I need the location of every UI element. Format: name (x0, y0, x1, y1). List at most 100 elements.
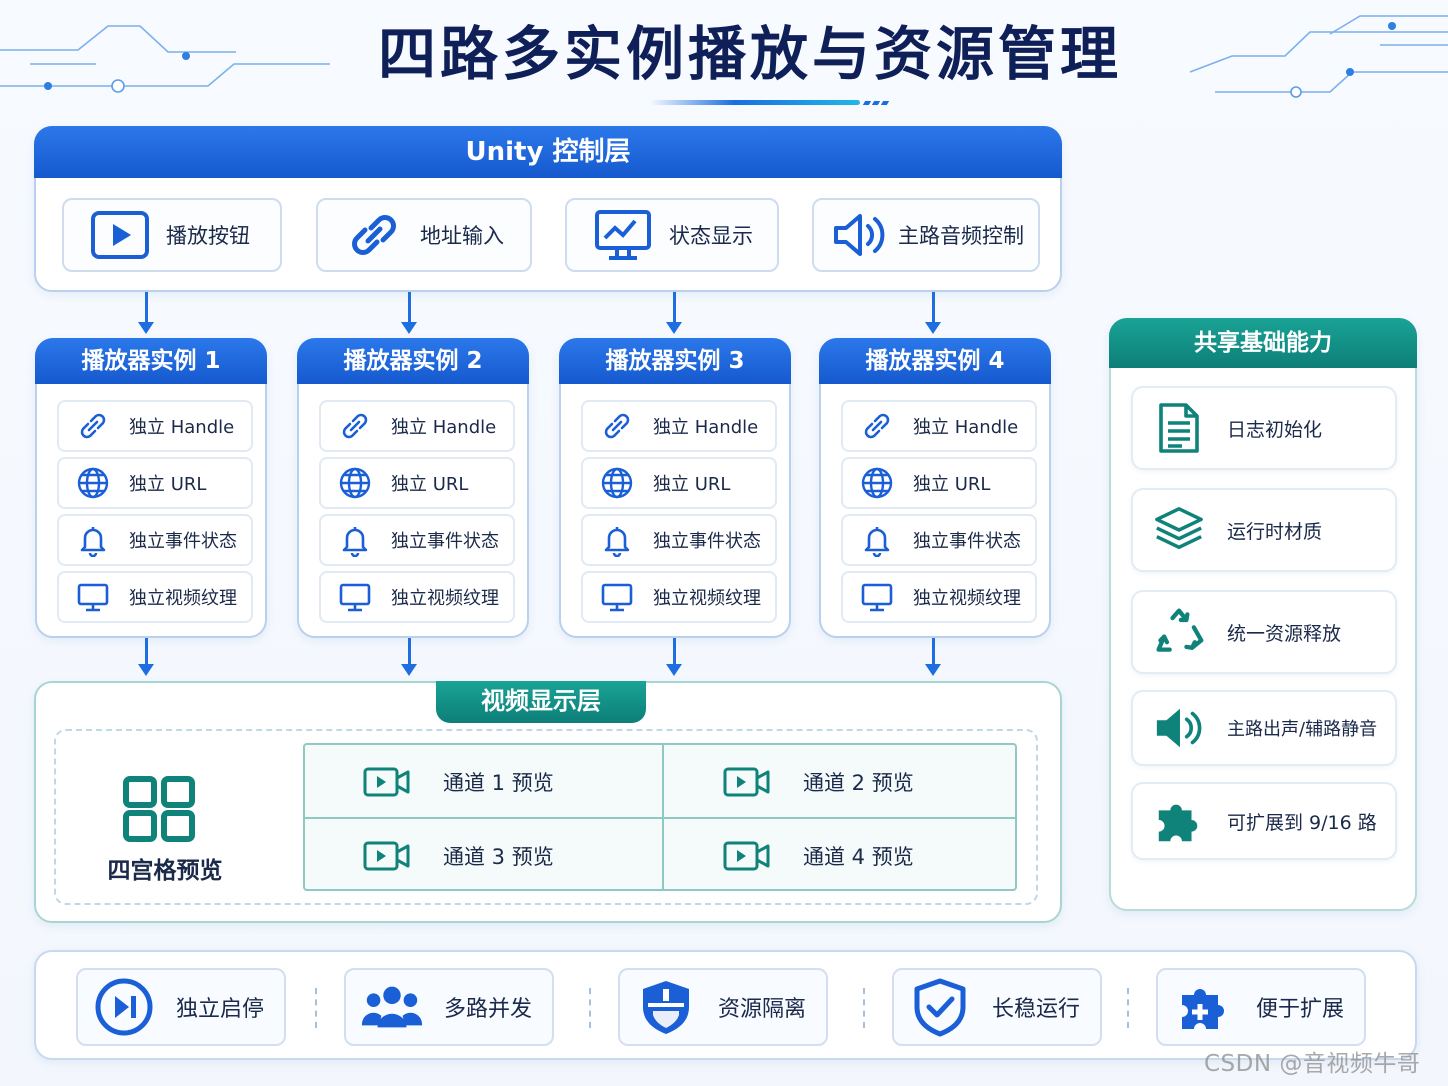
channel-1-preview[interactable]: 通道 1 预览 (305, 745, 663, 818)
shared-item-scalable: 可扩展到 9/16 路 (1131, 782, 1397, 860)
player-instance-4: 播放器实例 4 独立 Handle 独立 URL 独立事件状态 独立视频纹理 (819, 338, 1051, 638)
flow-arrow (138, 638, 154, 676)
globe-icon (75, 465, 111, 501)
page-title: 四路多实例播放与资源管理 (377, 20, 1122, 88)
globe-icon (599, 465, 635, 501)
bell-icon (599, 522, 635, 558)
channel-label: 通道 3 预览 (443, 844, 554, 869)
instance-item-label: 独立事件状态 (653, 531, 761, 552)
users-icon (360, 977, 424, 1037)
instance-item-texture: 独立视频纹理 (581, 571, 777, 623)
instance-item-event: 独立事件状态 (581, 514, 777, 566)
link-icon (75, 408, 111, 444)
play-button[interactable]: 播放按钮 (62, 198, 282, 272)
feature-easy-extension: 便于扩展 (1156, 968, 1366, 1046)
instance-item-label: 独立视频纹理 (391, 588, 499, 609)
channel-label: 通道 4 预览 (803, 844, 914, 869)
shared-capabilities: 共享基础能力 日志初始化 运行时材质 统一资源释放 主路出声/辅路静音 可扩展到… (1109, 318, 1417, 911)
instance-item-url: 独立 URL (581, 457, 777, 509)
instance-item-texture: 独立视频纹理 (319, 571, 515, 623)
monitor-icon (599, 579, 635, 615)
feature-separator (863, 988, 865, 1028)
instance-item-label: 独立 Handle (129, 417, 235, 438)
player-instance-1: 播放器实例 1 独立 Handle 独立 URL 独立事件状态 独立视频纹理 (35, 338, 267, 638)
player-instance-3: 播放器实例 3 独立 Handle 独立 URL 独立事件状态 独立视频纹理 (559, 338, 791, 638)
channel-3-preview[interactable]: 通道 3 预览 (305, 819, 663, 892)
instance-item-label: 独立 Handle (913, 417, 1019, 438)
flow-arrow (925, 292, 941, 334)
instance-item-event: 独立事件状态 (57, 514, 253, 566)
feature-label: 多路并发 (444, 997, 533, 1022)
puzzle-plus-icon (1172, 977, 1236, 1037)
channel-label: 通道 2 预览 (803, 770, 914, 795)
instance-item-event: 独立事件状态 (841, 514, 1037, 566)
play-icon (88, 208, 152, 262)
channel-divider (305, 817, 1015, 819)
layers-icon (1153, 504, 1205, 556)
instance-item-label: 独立 URL (913, 474, 991, 495)
shared-item-label: 统一资源释放 (1227, 622, 1342, 645)
address-input-button[interactable]: 地址输入 (316, 198, 532, 272)
channel-4-preview[interactable]: 通道 4 预览 (665, 819, 1023, 892)
instance-item-event: 独立事件状态 (319, 514, 515, 566)
monitor-chart-icon (591, 208, 655, 262)
puzzle-icon (1153, 795, 1205, 847)
shared-item-runtime-material: 运行时材质 (1131, 488, 1397, 572)
instance-item-label: 独立 Handle (391, 417, 497, 438)
bell-icon (75, 522, 111, 558)
instance-item-url: 独立 URL (319, 457, 515, 509)
recycle-icon (1153, 606, 1205, 658)
player-instance-2: 播放器实例 2 独立 Handle 独立 URL 独立事件状态 独立视频纹理 (297, 338, 529, 638)
bell-icon (859, 522, 895, 558)
instance-item-texture: 独立视频纹理 (57, 571, 253, 623)
main-audio-control-label: 主路音频控制 (898, 224, 1024, 248)
shared-item-label: 日志初始化 (1227, 418, 1323, 441)
instance-title: 播放器实例 4 (819, 338, 1051, 384)
video-camera-icon (361, 764, 413, 800)
feature-separator (1127, 988, 1129, 1028)
flow-arrow (666, 638, 682, 676)
feature-separator (589, 988, 591, 1028)
globe-icon (859, 465, 895, 501)
instance-item-label: 独立事件状态 (913, 531, 1021, 552)
link-icon (599, 408, 635, 444)
shared-item-resource-release: 统一资源释放 (1131, 590, 1397, 674)
main-audio-control-button[interactable]: 主路音频控制 (812, 198, 1040, 272)
shared-item-log-init: 日志初始化 (1131, 386, 1397, 470)
feature-multi-concurrency: 多路并发 (344, 968, 554, 1046)
instance-item-label: 独立视频纹理 (913, 588, 1021, 609)
shared-title: 共享基础能力 (1109, 318, 1417, 368)
status-display-label: 状态显示 (669, 224, 753, 248)
channel-2-preview[interactable]: 通道 2 预览 (665, 745, 1023, 818)
address-input-label: 地址输入 (420, 224, 504, 248)
instance-item-label: 独立 Handle (653, 417, 759, 438)
channel-grid: 通道 1 预览 通道 2 预览 通道 3 预览 通道 4 预览 (303, 743, 1017, 891)
video-layer-title: 视频显示层 (436, 681, 646, 723)
link-icon (337, 408, 373, 444)
watermark: CSDN @音视频牛哥 (1204, 1051, 1421, 1077)
title-underline (650, 100, 860, 105)
instance-item-label: 独立事件状态 (391, 531, 499, 552)
instance-item-texture: 独立视频纹理 (841, 571, 1037, 623)
grid-icon (122, 775, 198, 849)
control-layer-title: Unity 控制层 (34, 126, 1062, 178)
feature-bar: 独立启停 多路并发 资源隔离 长稳运行 便于扩展 (34, 950, 1417, 1060)
feature-long-term-stable: 长稳运行 (892, 968, 1102, 1046)
instance-item-label: 独立事件状态 (129, 531, 237, 552)
shared-item-label: 可扩展到 9/16 路 (1227, 811, 1377, 834)
unity-control-layer: Unity 控制层 播放按钮 地址输入 状态显示 主路音频控制 (34, 126, 1062, 292)
flow-arrow (666, 292, 682, 334)
shared-item-label: 主路出声/辅路静音 (1227, 719, 1378, 740)
flow-arrow (401, 292, 417, 334)
instance-item-label: 独立 URL (653, 474, 731, 495)
shared-item-audio-routing: 主路出声/辅路静音 (1131, 690, 1397, 766)
play-pause-icon (92, 977, 156, 1037)
link-icon (859, 408, 895, 444)
flow-arrow (925, 638, 941, 676)
flow-arrow (401, 638, 417, 676)
monitor-icon (337, 579, 373, 615)
status-display-button[interactable]: 状态显示 (565, 198, 779, 272)
play-button-label: 播放按钮 (166, 224, 250, 248)
instance-item-handle: 独立 Handle (581, 400, 777, 452)
document-icon (1153, 402, 1205, 454)
